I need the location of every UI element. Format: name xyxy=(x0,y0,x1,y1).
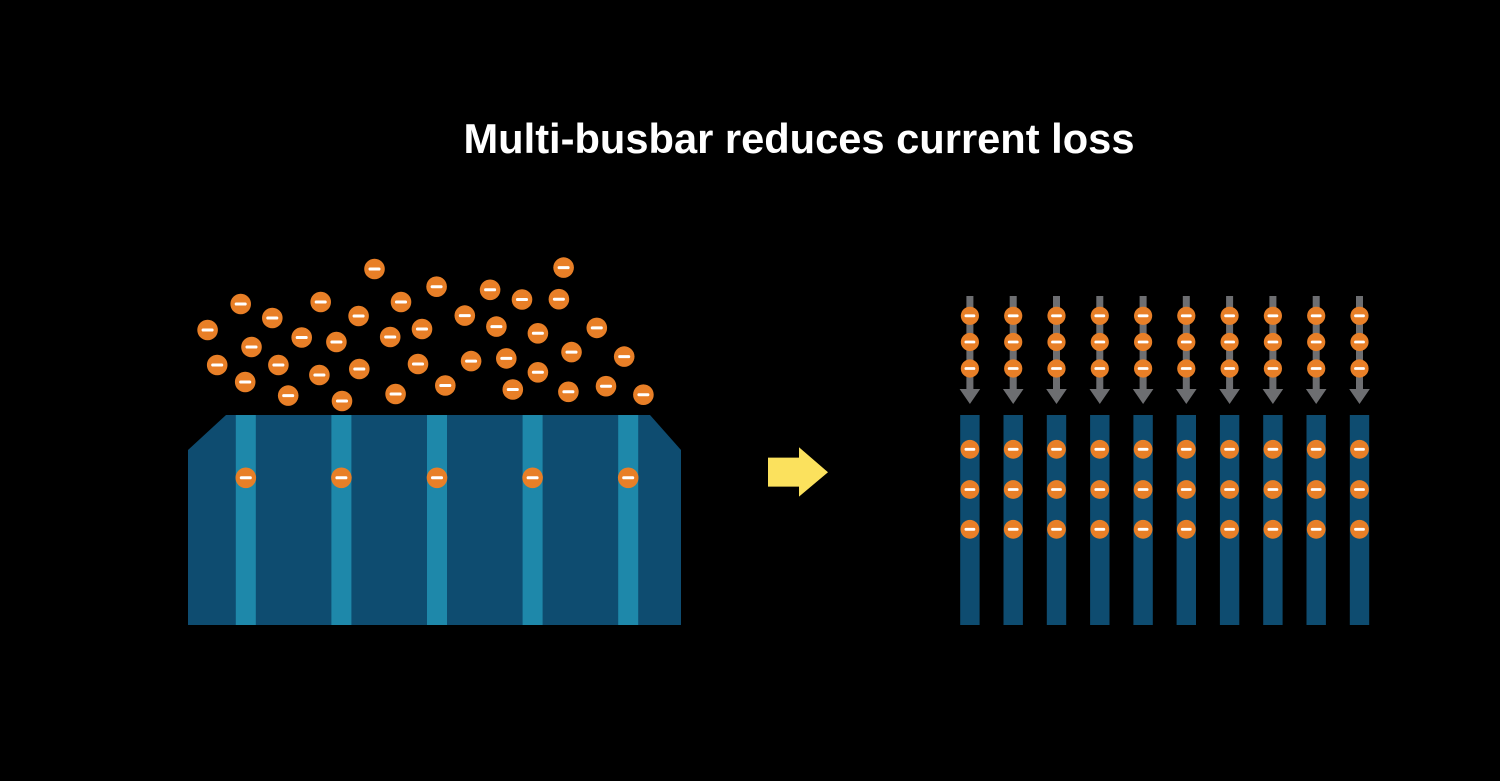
svg-text:Multi-busbar reduces current l: Multi-busbar reduces current loss xyxy=(464,115,1135,162)
